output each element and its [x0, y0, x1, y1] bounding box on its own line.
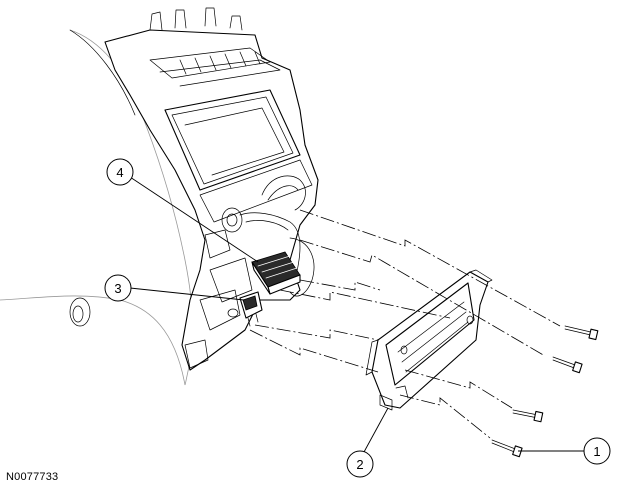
leader-line-2 [363, 407, 389, 453]
control-module [251, 251, 301, 295]
screw-1 [564, 325, 599, 341]
callout-4-label: 4 [116, 165, 123, 180]
screws [491, 325, 599, 458]
callout-1: 1 [583, 437, 611, 465]
callout-4: 4 [106, 158, 134, 186]
leader-line-3 [129, 287, 245, 301]
callout-3-label: 3 [114, 281, 121, 296]
module-assembly [365, 269, 493, 411]
figure-id: N0077733 [6, 471, 59, 483]
mounting-bracket [239, 291, 263, 327]
callout-2: 2 [346, 450, 374, 478]
screw-4 [491, 439, 523, 458]
leader-line-4 [129, 176, 259, 263]
callout-2-label: 2 [356, 457, 363, 472]
callout-3: 3 [104, 274, 132, 302]
screw-3 [512, 409, 544, 423]
alignment-lines [249, 209, 561, 439]
callout-1-label: 1 [593, 444, 600, 459]
screw-2 [552, 356, 583, 374]
leader-lines [129, 176, 584, 453]
